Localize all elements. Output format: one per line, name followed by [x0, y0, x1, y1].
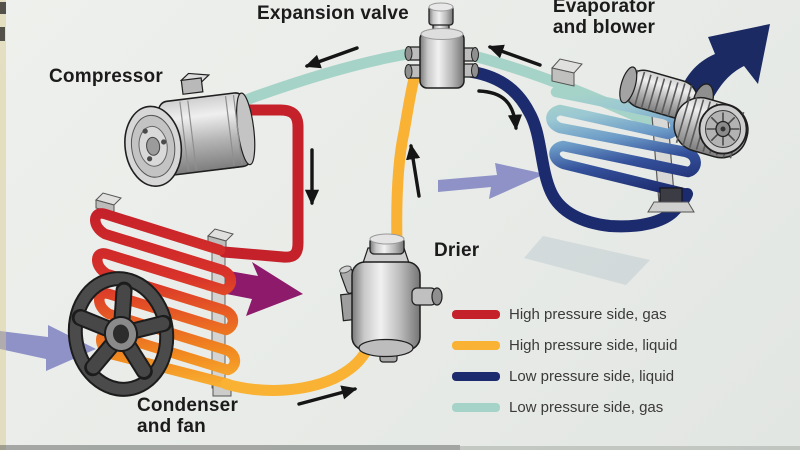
pipe-hp-liquid-to-drier [220, 337, 377, 396]
compressor-pulley [124, 105, 183, 187]
airflow-arrow-into-evaporator [438, 163, 545, 199]
legend-swatch [452, 310, 500, 319]
blower-graphic [619, 66, 749, 159]
evaporator-blower-label: Evaporator and blower [548, 0, 660, 38]
condenser-fan [67, 271, 175, 397]
expansion-valve-graphic [404, 2, 479, 89]
condenser-coil [90, 208, 241, 390]
flow-arrow-into-evaporator [477, 89, 523, 131]
legend-swatch [452, 341, 500, 350]
legend-item: Low pressure side, liquid [452, 361, 677, 392]
pipe-hp-liquid-to-valve [391, 65, 422, 250]
evaporator-blower-label-line1: Evaporator [552, 0, 656, 17]
legend-swatch [452, 403, 500, 412]
legend-item: High pressure side, gas [452, 299, 677, 330]
legend-item: High pressure side, liquid [452, 330, 677, 361]
drier-label: Drier [434, 240, 480, 261]
flow-arrows [297, 44, 542, 406]
condenser-fan-label-line1: Condenser [137, 395, 239, 416]
legend-label: High pressure side, liquid [509, 337, 678, 354]
expansion-valve-label: Expansion valve [257, 3, 409, 24]
legend-label: High pressure side, gas [509, 306, 667, 323]
compressor-graphic [124, 72, 256, 187]
flow-arrow-right-yellow [297, 385, 358, 406]
fan-blades [71, 281, 173, 380]
evaporator-blower-label-line2: and blower [552, 17, 656, 38]
legend-label: Low pressure side, gas [509, 399, 664, 416]
condenser-fan-label: Condenser and fan [137, 395, 238, 437]
airflow-arrow-into-fan [0, 325, 96, 371]
legend-item: Low pressure side, gas [452, 392, 677, 423]
drier-graphic [339, 233, 443, 363]
flow-arrow-to-compressor [304, 46, 359, 69]
evaporator-shadow [524, 236, 650, 285]
compressor-label: Compressor [49, 66, 163, 87]
airflow-arrow-cold-out [677, 24, 770, 104]
legend-label: Low pressure side, liquid [509, 368, 675, 385]
condenser-fan-label-line2: and fan [137, 416, 206, 437]
flow-arrow-up-yellow [406, 143, 421, 198]
blower-face [698, 103, 748, 155]
flow-arrow-to-valve [487, 44, 542, 67]
pipe-hp-gas [218, 104, 304, 263]
legend-swatch [452, 372, 500, 381]
